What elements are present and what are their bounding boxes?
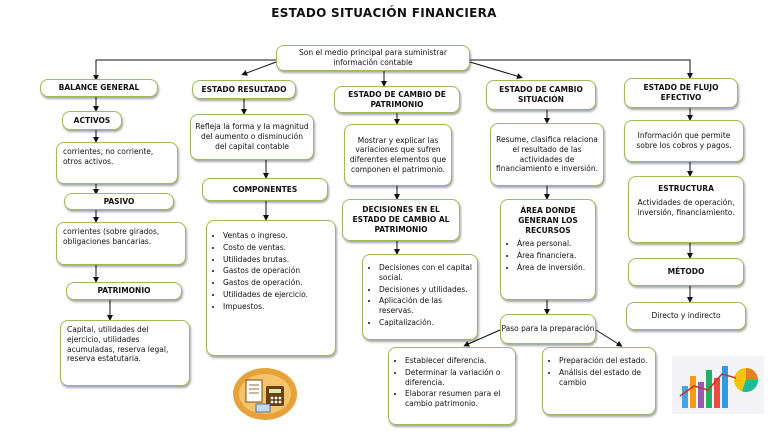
estructura-box: ESTRUCTURA Actividades de operación, inv… xyxy=(628,176,744,243)
metodo-header: MÉTODO xyxy=(628,258,744,286)
componente-item: Costo de ventas. xyxy=(223,243,335,253)
componente-item: Ventas o ingreso. xyxy=(223,231,335,241)
paso-right-list-box: Preparación del estado. Análisis del esta… xyxy=(542,347,656,415)
resultado-desc-box: Refleja la forma y la magnitud del aumen… xyxy=(190,114,314,160)
flujo-desc-box: Información que permite sobre los cobros… xyxy=(624,120,744,162)
area-item: Área financiera. xyxy=(517,251,595,261)
cambio-patrimonio-desc-box: Mostrar y explicar las variaciones que s… xyxy=(344,124,452,186)
activos-desc-box: corrientes, no corriente, otros activos. xyxy=(56,142,178,184)
paso-right-list: Preparación del estado. Análisis del esta… xyxy=(543,356,655,387)
estado-resultado-header: ESTADO RESULTADO xyxy=(192,80,296,99)
activos-desc: corrientes, no corriente, otros activos. xyxy=(63,147,153,166)
cambio-situacion-desc-box: Resume, clasifica relaciona el resultado… xyxy=(490,123,604,186)
paso-preparacion-box: Paso para la preparación xyxy=(500,314,596,344)
paso-item: Elaborar resumen para el cambio patrimon… xyxy=(405,389,515,409)
paso-item: Establecer diferencia. xyxy=(405,356,515,366)
area-item: Área de inversión. xyxy=(517,263,595,273)
componente-item: Gastos de operación xyxy=(223,266,335,276)
metodo-label: MÉTODO xyxy=(668,267,705,277)
flujo-desc: Información que permite sobre los cobros… xyxy=(625,131,743,151)
accounting-clipart xyxy=(232,362,298,422)
flujo-efectivo-header: ESTADO DE FLUJO EFECTIVO xyxy=(624,78,738,108)
decisiones-list-box: Decisiones con el capital social. Decisio… xyxy=(362,254,478,340)
decision-item: Decisiones con el capital social. xyxy=(379,263,477,283)
pasivo-desc-box: corrientes (sobre girados, obligaciones … xyxy=(56,222,186,265)
patrimonio-header: PATRIMONIO xyxy=(66,282,182,300)
decision-item: Capitalización. xyxy=(379,318,477,328)
paso-item: Preparación del estado. xyxy=(559,356,655,366)
componente-item: Utilidades de ejercicio. xyxy=(223,290,335,300)
balance-general-header: BALANCE GENERAL xyxy=(40,79,158,97)
pasivo-desc: corrientes (sobre girados, obligaciones … xyxy=(63,227,159,246)
paso-item: Análisis del estado de cambio xyxy=(559,368,655,388)
root-box: Son el medio principal para suministrar … xyxy=(276,45,470,71)
componente-item: Impuestos. xyxy=(223,302,335,312)
paso-left-list-box: Establecer diferencia. Determinar la vari… xyxy=(388,347,516,425)
activos-label: ACTIVOS xyxy=(74,116,111,126)
cambio-patrimonio-header: ESTADO DE CAMBIO DE PATRIMONIO xyxy=(334,86,460,113)
pasivo-label: PASIVO xyxy=(104,197,135,207)
decision-item: Aplicación de las reservas. xyxy=(379,296,477,316)
patrimonio-desc-box: Capital, utilidades del ejercicio, utili… xyxy=(60,320,190,386)
componentes-header: COMPONENTES xyxy=(202,178,328,201)
componentes-list: Ventas o ingreso. Costo de ventas. Utilida… xyxy=(207,231,335,311)
decisiones-label: DECISIONES EN EL ESTADO DE CAMBIO AL PAT… xyxy=(343,205,459,234)
metodo-desc: Directo y indirecto xyxy=(651,311,720,321)
charts-clipart xyxy=(672,356,764,414)
paso-preparacion-label: Paso para la preparación xyxy=(501,324,594,334)
decision-item: Decisiones y utilidades. xyxy=(379,285,477,295)
decisiones-list: Decisiones con el capital social. Decisio… xyxy=(363,263,477,328)
activos-header: ACTIVOS xyxy=(62,111,122,130)
area-recursos-box: ÁREA DONDE GENERAN LOS RECURSOS Área per… xyxy=(500,199,596,300)
decisiones-header: DECISIONES EN EL ESTADO DE CAMBIO AL PAT… xyxy=(342,199,460,241)
area-item: Área personal. xyxy=(517,239,595,249)
patrimonio-desc: Capital, utilidades del ejercicio, utili… xyxy=(67,325,168,363)
estado-resultado-label: ESTADO RESULTADO xyxy=(202,85,287,95)
cambio-situacion-header: ESTADO DE CAMBIO SITUACIÓN xyxy=(486,80,596,110)
cambio-patrimonio-desc: Mostrar y explicar las variaciones que s… xyxy=(345,136,451,175)
metodo-desc-box: Directo y indirecto xyxy=(626,302,746,330)
area-recursos-label: ÁREA DONDE GENERAN LOS RECURSOS xyxy=(501,200,595,239)
pasivo-header: PASIVO xyxy=(64,193,174,210)
estructura-desc: Actividades de operación, inversión, fin… xyxy=(629,198,743,218)
componentes-list-box: Ventas o ingreso. Costo de ventas. Utilida… xyxy=(206,220,336,356)
area-recursos-list: Área personal. Área financiera. Área de in… xyxy=(501,239,595,272)
componente-item: Gastos de operación. xyxy=(223,278,335,288)
cambio-situacion-desc: Resume, clasifica relaciona el resultado… xyxy=(491,135,603,174)
cambio-patrimonio-label: ESTADO DE CAMBIO DE PATRIMONIO xyxy=(335,90,459,110)
resultado-desc: Refleja la forma y la magnitud del aumen… xyxy=(191,122,313,151)
componente-item: Utilidades brutas. xyxy=(223,255,335,265)
root-text: Son el medio principal para suministrar … xyxy=(277,48,469,68)
cambio-situacion-label: ESTADO DE CAMBIO SITUACIÓN xyxy=(487,85,595,105)
balance-general-label: BALANCE GENERAL xyxy=(59,83,140,93)
paso-left-list: Establecer diferencia. Determinar la vari… xyxy=(389,356,515,409)
flujo-efectivo-label: ESTADO DE FLUJO EFECTIVO xyxy=(625,83,737,103)
componentes-label: COMPONENTES xyxy=(233,185,298,195)
patrimonio-label: PATRIMONIO xyxy=(98,286,151,296)
estructura-label: ESTRUCTURA xyxy=(629,177,743,198)
paso-item: Determinar la variación o diferencia. xyxy=(405,368,515,388)
